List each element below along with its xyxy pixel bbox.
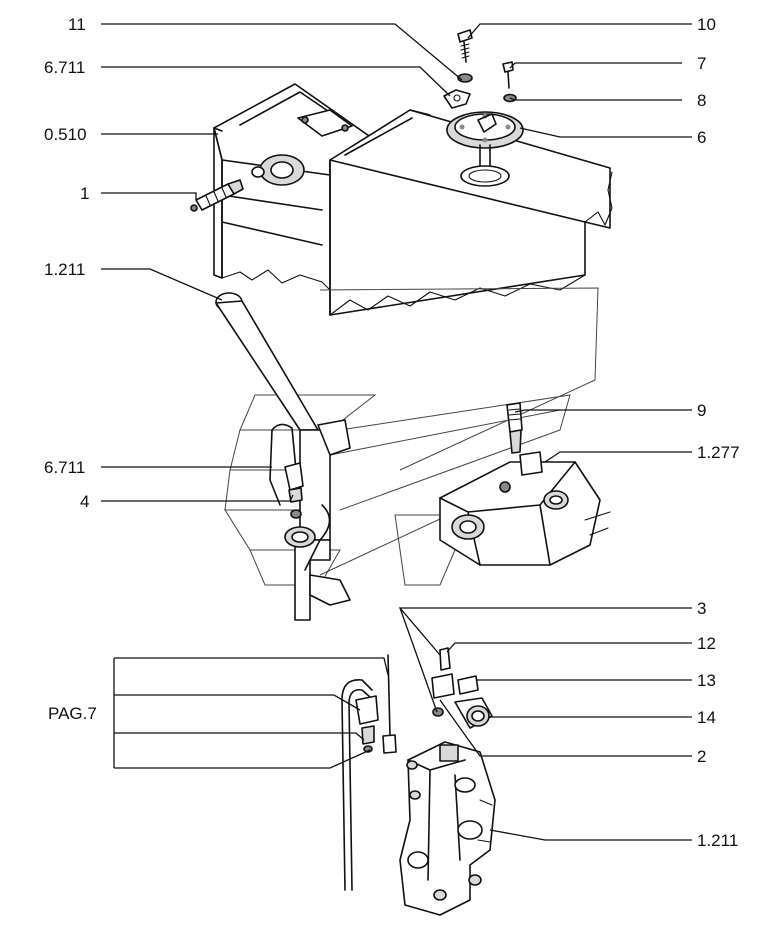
fuel-tank-assembly	[190, 29, 613, 316]
filler-pipe-assembly	[215, 287, 599, 621]
pump-housing-assembly	[439, 402, 611, 566]
callout-6: 6	[697, 128, 706, 147]
callout-1211-bottom: 1.211	[697, 831, 738, 850]
callout-7: 7	[697, 54, 706, 73]
callout-13: 13	[697, 671, 716, 690]
callout-0510: 0.510	[44, 125, 87, 144]
callout-14: 14	[697, 708, 716, 727]
callout-12: 12	[697, 634, 716, 653]
leader-lines	[101, 23, 692, 841]
valve-block-assembly	[341, 647, 496, 916]
callout-8: 8	[697, 91, 706, 110]
callout-1277: 1.277	[697, 443, 740, 462]
callout-6711-mid: 6.711	[44, 458, 85, 477]
callout-2: 2	[697, 747, 706, 766]
callout-labels: 11 6.711 0.510 1 1.211 6.711 4 PAG.7 10 …	[44, 15, 740, 850]
callout-1211-top: 1.211	[44, 260, 85, 279]
callout-9: 9	[697, 401, 706, 420]
callout-10: 10	[697, 15, 716, 34]
callout-4: 4	[80, 492, 89, 511]
callout-pag7: PAG.7	[48, 704, 97, 723]
callout-1: 1	[80, 184, 89, 203]
callout-3: 3	[697, 599, 706, 618]
callout-11: 11	[68, 15, 86, 34]
callout-6711-top: 6.711	[44, 58, 85, 77]
